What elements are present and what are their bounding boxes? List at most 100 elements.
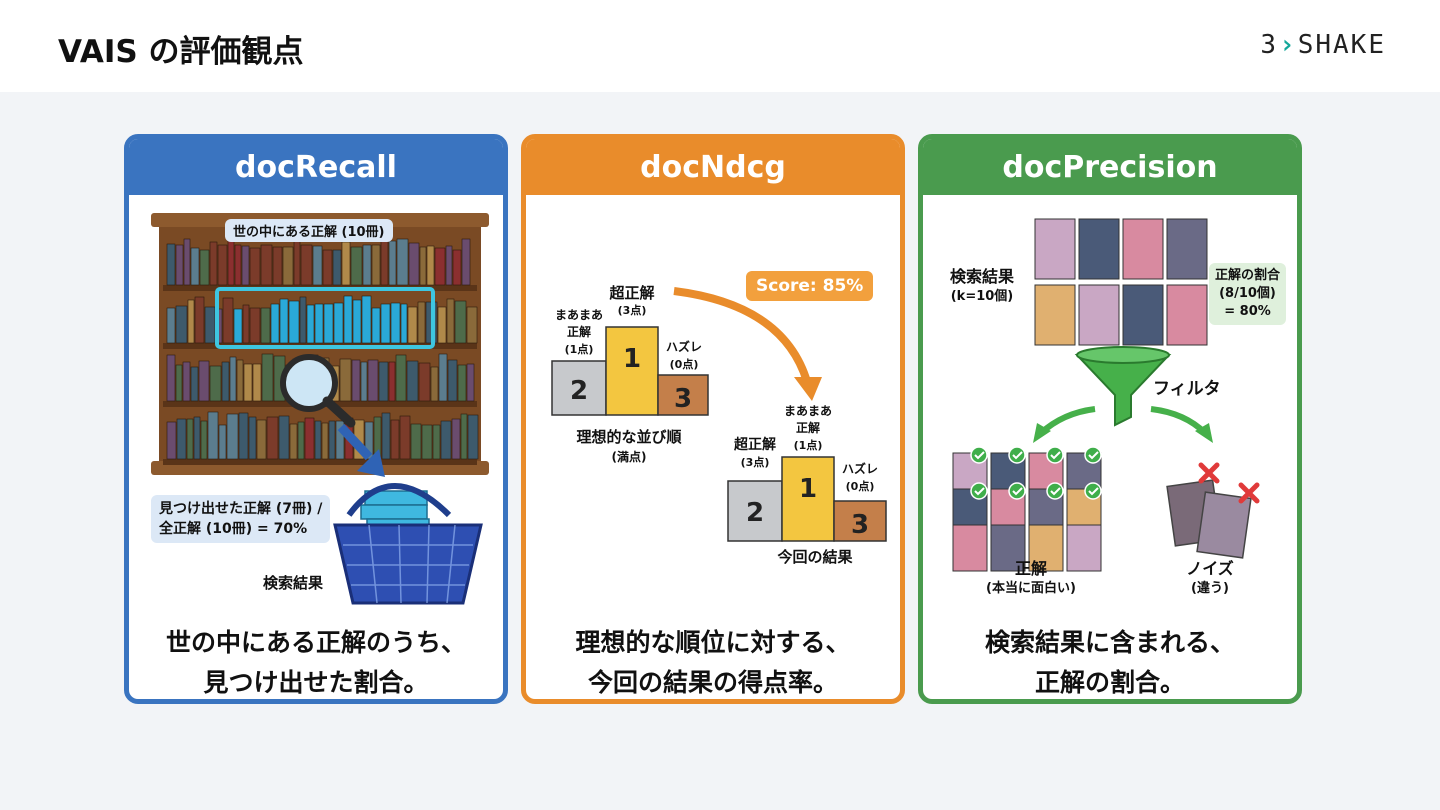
book-spine xyxy=(406,360,419,402)
book-spine xyxy=(198,360,210,402)
book-spine xyxy=(438,353,448,402)
book-spine xyxy=(166,421,177,460)
label-line: ハズレ xyxy=(665,340,702,354)
book-spine xyxy=(323,303,334,344)
book-spine xyxy=(236,359,244,402)
book-spine xyxy=(341,241,351,286)
book-spine xyxy=(451,418,461,460)
card-doc-ndcg: docNdcg 2 1 3 2 1 3 Score: 85% 超 xyxy=(521,134,905,704)
book-spine xyxy=(333,302,344,344)
result-thumbnail xyxy=(1166,218,1208,280)
book-spine xyxy=(408,242,420,286)
ideal-podium-3 xyxy=(657,374,709,416)
shelf-label: 世の中にある正解 (10冊) xyxy=(225,219,393,242)
label-line: 正解 xyxy=(566,325,591,339)
found-ratio-line: 全正解 (10冊) = 70% xyxy=(159,521,308,537)
book-spine xyxy=(380,303,391,344)
noise-label: ノイズ (違う) xyxy=(1175,559,1245,599)
result-thumbnail xyxy=(1122,284,1164,346)
search-result-thumbnails xyxy=(1034,218,1208,346)
book-spine xyxy=(204,306,216,344)
label-line: (0点) xyxy=(669,358,699,371)
book-spine xyxy=(266,416,279,460)
arrow-line xyxy=(337,423,373,461)
ratio-badge: 正解の割合 (8/10個) = 80% xyxy=(1209,263,1287,325)
book-spine xyxy=(445,245,453,286)
label-line: (3点) xyxy=(740,456,770,469)
book-spine xyxy=(182,361,191,402)
correct-label: 正解 (本当に面白い) xyxy=(961,559,1101,599)
book-spine xyxy=(371,244,381,286)
book-spine xyxy=(426,245,435,286)
ideal-podium-1 xyxy=(605,326,659,416)
result-thumbnail xyxy=(1122,218,1164,280)
check-mark xyxy=(1050,487,1061,496)
book-spine xyxy=(260,307,271,344)
book-spine xyxy=(454,300,467,344)
check-mark xyxy=(1012,487,1023,496)
check-icon xyxy=(1046,482,1064,500)
book-spine xyxy=(300,244,313,286)
label-line: 超正解 xyxy=(734,437,776,453)
arrow-left-head-icon xyxy=(1033,423,1051,443)
check-icon xyxy=(970,446,988,464)
book-spine xyxy=(261,353,274,402)
label-line: = 80% xyxy=(1224,304,1271,319)
book-spine xyxy=(332,249,342,286)
current-rank-1: 1 xyxy=(799,474,817,504)
card-body-precision: 検索結果 (k=10個) 正解の割合 (8/10個) = 80% フィルタ 正解… xyxy=(923,195,1297,699)
filter-label: フィルタ xyxy=(1153,379,1221,399)
book-spine xyxy=(460,413,468,460)
card-title-precision: docPrecision xyxy=(923,139,1297,195)
logo-digit: 3 xyxy=(1260,30,1279,60)
magnifier-handle xyxy=(322,396,356,428)
card-body-recall: 世の中にある正解 (10冊) 見つけ出せた正解 (7冊) / 全正解 (10冊)… xyxy=(129,195,503,699)
label-line: (違う) xyxy=(1191,581,1229,596)
label-line: (1点) xyxy=(793,439,823,452)
label-line: (1点) xyxy=(564,343,594,356)
book-spine xyxy=(282,246,294,286)
correct-thumbnails xyxy=(952,446,1102,572)
current-caption: 今回の結果 xyxy=(777,548,853,566)
label-line: (0点) xyxy=(845,480,875,493)
book-spine xyxy=(238,412,249,460)
book-spine xyxy=(390,419,400,460)
book-spine xyxy=(217,244,228,286)
book-spine xyxy=(293,238,301,286)
book-spine xyxy=(209,365,222,402)
book-spine xyxy=(248,416,257,460)
book-spine xyxy=(166,243,176,286)
label-line: (本当に面白い) xyxy=(986,581,1076,596)
check-mark xyxy=(974,451,985,460)
book-spine xyxy=(328,420,336,460)
book-spine xyxy=(190,247,200,286)
book-spine xyxy=(361,295,372,344)
book-spine xyxy=(289,423,298,460)
book-spine xyxy=(367,359,379,402)
book-spine xyxy=(199,249,210,286)
label-line: (k=10個) xyxy=(950,289,1014,304)
correct-thumbnail xyxy=(952,524,988,572)
book-spine xyxy=(218,424,227,460)
ndcg-illustration: 2 1 3 2 1 3 xyxy=(551,287,887,542)
result-thumbnail xyxy=(1166,284,1208,346)
basket-label: 検索結果 xyxy=(263,574,324,592)
book-spine xyxy=(190,366,199,402)
book-spine xyxy=(183,238,191,286)
label-line: まあまあ xyxy=(554,308,603,322)
book-spine xyxy=(467,414,479,460)
arrow-head-icon xyxy=(357,449,385,477)
current-second-label: 超正解 (3点) xyxy=(722,437,788,471)
current-first-label: まあまあ 正解 (1点) xyxy=(774,403,842,454)
book-spine xyxy=(243,363,253,402)
check-mark xyxy=(1088,451,1099,460)
book-spine xyxy=(166,307,176,344)
check-mark xyxy=(1088,487,1099,496)
book-spine xyxy=(432,424,441,460)
book-spine xyxy=(297,421,305,460)
label-line: ハズレ xyxy=(841,462,878,476)
book-spine xyxy=(452,249,462,286)
caption-recall: 世の中にある正解のうち、 見つけ出せた割合。 xyxy=(129,623,503,699)
book-spine xyxy=(350,246,363,286)
arrow-left xyxy=(1038,406,1096,436)
